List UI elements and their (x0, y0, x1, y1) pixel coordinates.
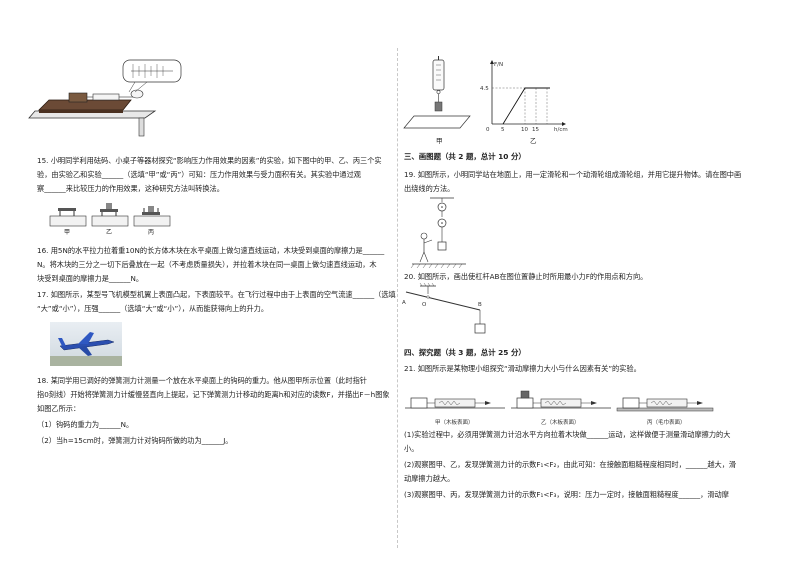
graph-x-tick-5: 5 (501, 127, 505, 133)
pulley-figure (410, 197, 466, 269)
lever-figure: A O B (402, 282, 486, 334)
lever-label-b: B (478, 302, 482, 308)
graph-x-label: h/cm (554, 127, 568, 133)
pressure-experiment-figure (49, 203, 171, 227)
q21-p2b: 动摩擦力越大。 (404, 474, 455, 483)
q16-line2: N。将木块的三分之一切下后叠放在一起（不考虑质量损失），并拉着木块在同一桌面上做… (37, 260, 377, 269)
section-4-heading: 四、探究题（共 3 题，总计 25 分） (404, 348, 526, 357)
lever-label-o: O (422, 302, 427, 308)
spring-scale-figure (403, 56, 471, 129)
q18-sub1: （1）钩码的重力为______N。 (37, 420, 134, 429)
friction-experiment-figure: 甲（木板表面） 乙（木板表面） 丙（毛巾表面） (405, 390, 714, 426)
q16-line3: 块受到桌面的摩擦力是______N。 (37, 274, 144, 283)
fig-label-yi: 乙 (106, 229, 113, 236)
q19-line2: 出绕线的方法。 (404, 184, 455, 193)
graph-x-tick-10: 10 (521, 127, 528, 133)
q15-line3: 察______来比较压力的作用效果，这种研究方法叫转换法。 (37, 184, 224, 193)
q21-caption-jia: 甲（木板表面） (435, 418, 474, 426)
q21-caption-yi: 乙（木板表面） (541, 418, 580, 426)
q21-p2a: (2)观察图甲、乙，发现弹簧测力计的示数F₁<F₂，由此可知：在接触面粗糙程度相… (404, 460, 737, 469)
graph-x-tick-0: 0 (486, 127, 490, 133)
fig-label-bing: 丙 (148, 229, 155, 236)
q21-p1a: (1)实验过程中，必须用弹簧测力计沿水平方向拉着木块做______运动，这样做便… (404, 430, 731, 439)
lever-label-a: A (402, 300, 406, 306)
f-h-graph: F/N 4.5 0 5 10 15 h/cm (480, 60, 568, 133)
fig-label-jia-right: 甲 (436, 137, 443, 145)
fig-label-yi-right: 乙 (530, 137, 537, 145)
q15-line2: 验，由实验乙和实验______（选填“甲”或“丙”）可知：压力作用效果与受力面积… (37, 170, 361, 179)
q17-line2: “大”或“小”），压强______（选填“大”或“小”），从而能获得向上的升力。 (37, 304, 269, 313)
friction-board-figure (28, 59, 182, 137)
q18-line3: 如图乙所示： (37, 404, 81, 413)
q21-p1b: 小。 (404, 444, 419, 453)
column-divider (397, 48, 398, 548)
airplane-image (50, 322, 122, 366)
q18-line1: 18. 某同学用已调好的弹簧测力计测量一个放在水平桌面上的钩码的重力。他从图甲所… (37, 376, 367, 385)
section-3-heading: 三、画图题（共 2 题，总计 10 分） (404, 152, 526, 161)
q20-line1: 20. 如图所示，画出使杠杆AB在图位置静止时所用最小力F的作用点和方向。 (404, 272, 648, 281)
graph-y-label: F/N (494, 62, 503, 68)
q18-line2: 指0刻线）开始将弹簧测力计缓慢竖直向上提起，记下弹簧测力计移动的距离h和对应的读… (37, 390, 390, 399)
graph-x-tick-15: 15 (532, 127, 539, 133)
q18-sub2: （2）当h=15cm时，弹簧测力计对钩码所做的功为______J。 (37, 436, 233, 445)
q21-p3: (3)观察图甲、丙，发现弹簧测力计的示数F₁<F₃，说明：压力一定时，接触面粗糙… (404, 490, 729, 499)
q21-caption-bing: 丙（毛巾表面） (647, 418, 686, 426)
graph-y-tick: 4.5 (480, 86, 489, 92)
q19-line1: 19. 如图所示，小明同学站在地面上，用一定滑轮和一个动滑轮组成滑轮组，并用它提… (404, 170, 742, 179)
q17-line1: 17. 如图所示，某型号飞机模型机翼上表面凸起，下表面较平。在飞行过程中由于上表… (37, 290, 396, 299)
q16-line1: 16. 用5N的水平拉力拉着重10N的长方体木块在水平桌面上做匀速直线运动，木块… (37, 246, 385, 255)
q15-line1: 15. 小明同学利用砝码、小桌子等器材探究“影响压力作用效果的因素”的实验，如下… (37, 156, 382, 165)
q21-line1: 21. 如图所示是某物理小组探究“滑动摩擦力大小与什么因素有关”的实验。 (404, 364, 641, 373)
fig-label-jia: 甲 (64, 229, 71, 236)
